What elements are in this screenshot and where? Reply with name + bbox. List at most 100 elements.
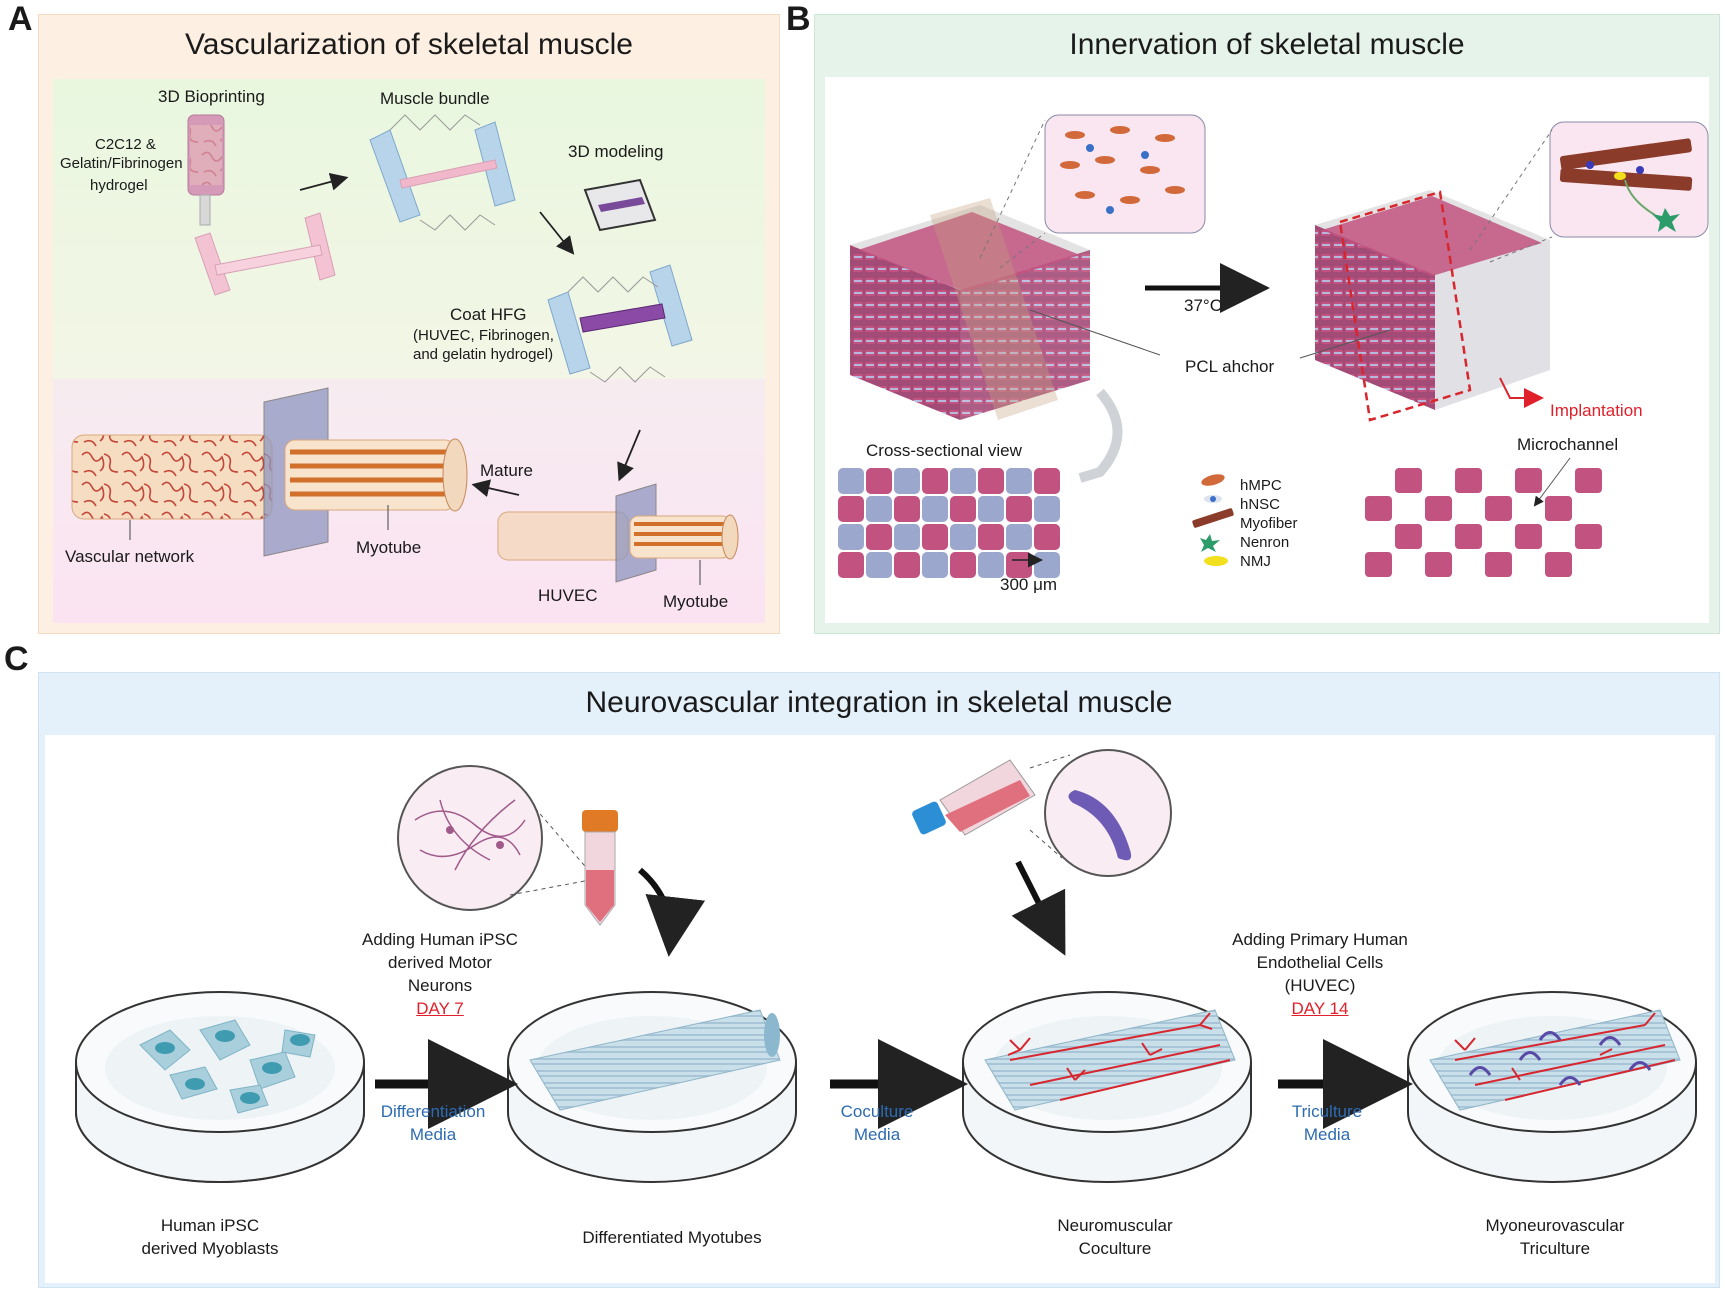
panel-b-title: Innervation of skeletal muscle: [1069, 28, 1465, 61]
label-media-triculture: Triculture Media: [1291, 1102, 1363, 1144]
petri-dish-triculture: [1407, 991, 1697, 1183]
grid-tile: [838, 552, 864, 578]
label-hydrogel: hydrogel: [90, 177, 148, 194]
label-scale-bar: 300 μm: [1000, 575, 1058, 594]
panel-c-content-area: [45, 735, 1715, 1283]
grid-tile: [866, 552, 892, 578]
grid-tile: [978, 524, 1004, 550]
legend-item: NMJ: [1240, 553, 1271, 570]
bioprinter-nozzle-icon: [187, 114, 225, 226]
cell-mixture-icon: [1060, 126, 1185, 214]
grid-tile: [978, 468, 1004, 494]
printed-construct-icon: [194, 212, 336, 296]
label-muscle-bundle: Muscle bundle: [380, 89, 490, 108]
grid-tile: [894, 552, 920, 578]
microchannel-tile: [1575, 524, 1602, 549]
grid-tile: [1034, 468, 1060, 494]
label-day14: DAY 14: [1291, 999, 1349, 1018]
panel-a-letter: A: [8, 0, 33, 38]
microchannel-tile: [1485, 496, 1512, 521]
cross-section-grid: [838, 468, 1060, 578]
label-cross-section: Cross-sectional view: [866, 441, 1022, 460]
grid-tile: [950, 468, 976, 494]
label-myotube-2: Myotube: [663, 592, 729, 611]
grid-tile: [894, 468, 920, 494]
panel-a-top-area: [53, 79, 765, 379]
grid-tile: [1006, 524, 1032, 550]
label-coat-hfg: Coat HFG: [450, 305, 527, 324]
grid-tile: [950, 496, 976, 522]
culture-flask-icon: [912, 759, 1036, 836]
label-stage-triculture: Myoneurovascular Triculture: [1485, 1216, 1625, 1258]
label-mature: Mature: [480, 461, 533, 480]
legend-item: Nenron: [1240, 534, 1290, 551]
grid-tile: [1006, 552, 1032, 578]
neuromuscular-junction-icon: [1559, 138, 1693, 232]
grid-tile: [1006, 496, 1032, 522]
microchannel-tile: [1545, 496, 1572, 521]
endothelial-cell-zoom-icon: [1029, 749, 1172, 877]
grid-tile: [950, 524, 976, 550]
vascular-network-cylinder-icon: [71, 387, 468, 557]
label-stage-myotubes: Differentiated Myotubes: [582, 1228, 762, 1247]
grid-tile: [922, 524, 948, 550]
microchannel-grid: [1365, 468, 1602, 577]
microchannel-tile: [1455, 524, 1482, 549]
coated-bundle-icon: [547, 264, 693, 383]
panel-c: Neurovascular integration in skeletal mu…: [38, 672, 1720, 1288]
grid-tile: [1034, 524, 1060, 550]
microchannel-tile: [1515, 524, 1542, 549]
grid-tile: [1006, 468, 1032, 494]
legend: hMPC hNSC Myofiber Nenron NMJ: [1240, 476, 1298, 571]
label-c2c12: C2C12 &: [95, 136, 156, 153]
legend-icons: [1192, 474, 1234, 566]
legend-item: hMPC: [1240, 477, 1282, 494]
label-gelatin: Gelatin/Fibrinogen: [60, 155, 183, 172]
muscle-bundle-icon: [369, 114, 516, 231]
grid-tile: [950, 552, 976, 578]
label-vascular-network: Vascular network: [65, 547, 195, 566]
grid-tile: [922, 552, 948, 578]
panel-b-letter: B: [786, 0, 811, 38]
legend-item: Myofiber: [1240, 515, 1298, 532]
grid-tile: [866, 496, 892, 522]
microchannel-tile: [1545, 552, 1572, 577]
grid-tile: [922, 496, 948, 522]
petri-dish-myotubes: [507, 991, 797, 1183]
microchannel-tile: [1425, 496, 1452, 521]
label-pcl-anchor: PCL ahchor: [1185, 357, 1275, 376]
microchannel-tile: [1365, 552, 1392, 577]
label-implantation: Implantation: [1550, 401, 1643, 420]
motor-neuron-zoom-icon: [397, 765, 591, 911]
label-coat-detail-2: and gelatin hydrogel): [413, 346, 554, 363]
microchannel-tile: [1425, 552, 1452, 577]
label-stage-coculture: Neuromuscular Coculture: [1057, 1216, 1173, 1258]
panel-a-title: Vascularization of skeletal muscle: [185, 28, 633, 61]
label-huvec: HUVEC: [538, 586, 598, 605]
label-myotube-1: Myotube: [356, 538, 422, 557]
microchannel-tile: [1395, 524, 1422, 549]
microchannel-tile: [1485, 552, 1512, 577]
panel-c-letter: C: [4, 640, 29, 678]
huvec-cylinder-icon: [497, 483, 739, 583]
label-day7: DAY 7: [416, 999, 464, 1018]
grid-tile: [894, 496, 920, 522]
petri-dish-coculture: [962, 991, 1252, 1183]
legend-item: hNSC: [1240, 496, 1281, 513]
label-temperature: 37°C: [1184, 296, 1222, 315]
label-3d-modeling: 3D modeling: [568, 142, 664, 161]
grid-tile: [922, 468, 948, 494]
grid-tile: [866, 468, 892, 494]
grid-tile: [978, 552, 1004, 578]
microchannel-tile: [1515, 468, 1542, 493]
microchannel-tile: [1575, 468, 1602, 493]
microchannel-tile: [1365, 496, 1392, 521]
label-stage-myoblasts: Human iPSC derived Myoblasts: [141, 1216, 279, 1258]
conical-tube-icon: [582, 810, 618, 926]
grid-tile: [838, 524, 864, 550]
grid-tile: [838, 468, 864, 494]
microchannel-tile: [1395, 468, 1422, 493]
label-add-neurons: Adding Human iPSC derived Motor Neurons …: [330, 928, 550, 1020]
label-coat-detail-1: (HUVEC, Fibrinogen,: [413, 327, 554, 344]
